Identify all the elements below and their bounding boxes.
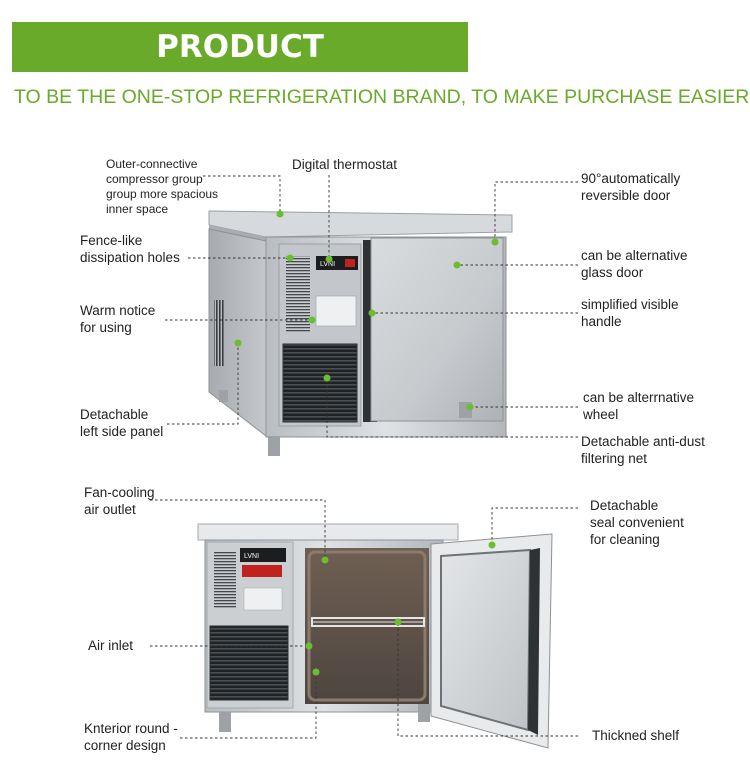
label-outer-compressor: Outer-connective compressor group group … — [106, 157, 219, 216]
label-digital-thermostat: Digital thermostat — [292, 157, 398, 172]
door-glass-panel — [440, 548, 532, 732]
fence-dissipation-holes — [286, 256, 310, 332]
label-handle: simplified visible handle — [581, 297, 679, 329]
label-auto-door: 90°automatically reversible door — [581, 171, 681, 203]
anti-dust-filter — [282, 343, 358, 423]
door-seal — [528, 548, 540, 735]
marker-dots — [234, 210, 499, 676]
leg — [268, 436, 280, 456]
label-wheel: can be alterrnative wheel — [583, 390, 695, 422]
label-seal: Detachable seal convenient for cleaning — [590, 498, 684, 547]
fridge-bottom: LVNI — [197, 523, 553, 749]
leg — [219, 390, 228, 402]
thermostat-brand-bottom: LVNI — [244, 553, 259, 560]
leg — [418, 704, 430, 722]
door-top — [370, 237, 504, 422]
label-dust-net: Detachable anti-dust filtering net — [581, 434, 705, 466]
air-inlet-grille — [209, 625, 289, 701]
label-left-panel: Detachable left side panel — [80, 407, 164, 439]
thermostat-brand-top: LVNI — [320, 261, 335, 268]
label-air-inlet: Air inlet — [88, 638, 134, 653]
countertop-bottom — [197, 523, 459, 541]
label-fan-outlet: Fan-cooling air outlet — [84, 485, 155, 517]
label-fence-holes: Fence-like dissipation holes — [80, 233, 180, 265]
side-vents — [214, 300, 224, 366]
page-title: PRODUCT INTERPRETATION — [91, 29, 389, 115]
fridge-top: LVNI — [208, 210, 513, 456]
label-shelf: Thickned shelf — [592, 728, 680, 743]
countertop — [208, 210, 513, 238]
leader-lines — [150, 175, 578, 739]
label-round-corner: Knterior round - corner design — [84, 721, 178, 753]
label-glass-door: can be alternative glass door — [581, 248, 688, 280]
page-subtitle: TO BE THE ONE-STOP REFRIGERATION BRAND, … — [14, 86, 750, 108]
warning-label — [315, 295, 357, 327]
header-banner: PRODUCT INTERPRETATION — [12, 22, 468, 115]
leg — [219, 712, 231, 732]
label-warm-notice: Warm notice for using — [80, 303, 156, 335]
